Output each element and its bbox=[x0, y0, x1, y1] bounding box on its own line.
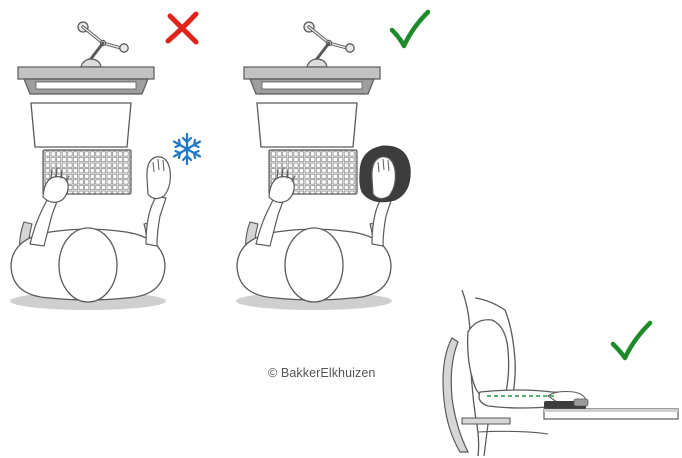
correct-workstation-panel bbox=[236, 12, 428, 310]
cross-icon bbox=[168, 14, 196, 42]
snowflake-icon bbox=[174, 134, 200, 164]
check-icon bbox=[613, 323, 650, 358]
copyright-credit: © BakkerElkhuizen bbox=[268, 366, 376, 380]
incorrect-workstation-panel bbox=[10, 14, 200, 310]
chair-back bbox=[443, 338, 468, 452]
side-view-panel bbox=[443, 290, 678, 456]
check-icon bbox=[392, 12, 428, 46]
